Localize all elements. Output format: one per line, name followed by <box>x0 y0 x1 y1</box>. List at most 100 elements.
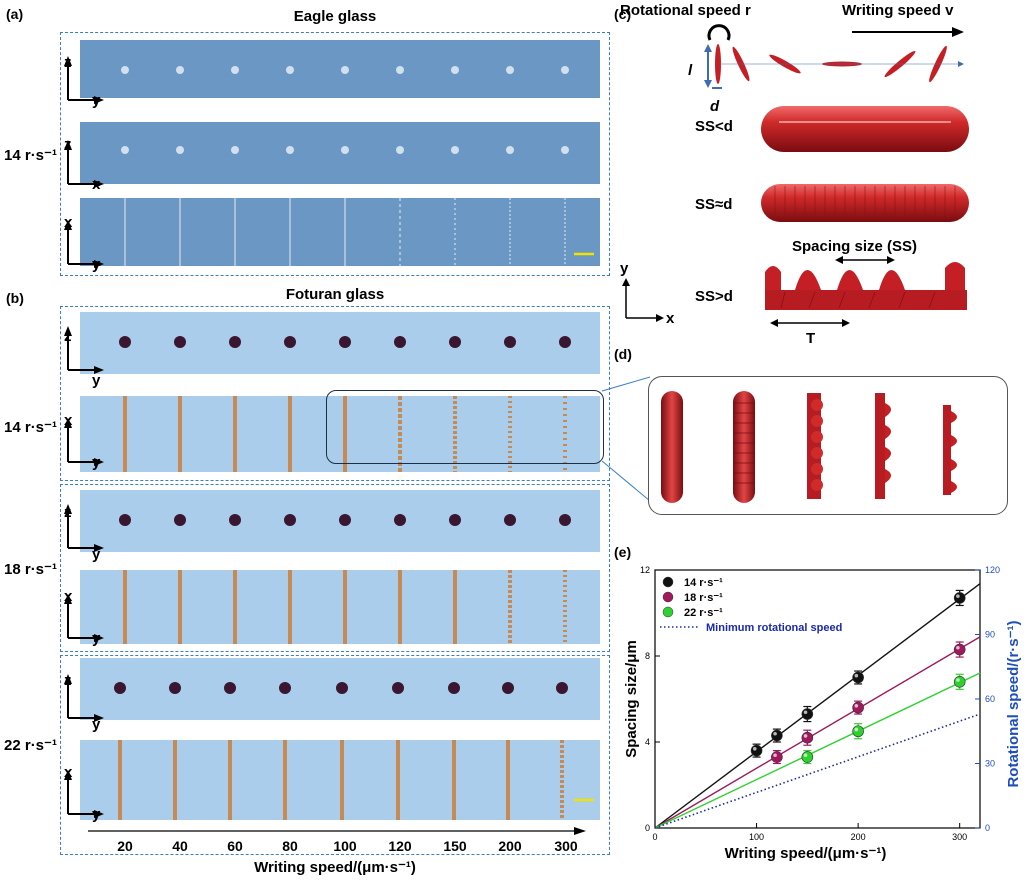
y-tick-label: 12 <box>640 565 650 575</box>
writing-speed-tick: 60 <box>227 838 243 854</box>
writing-speed-label: Writing speed/(μm·s⁻¹) <box>254 859 416 876</box>
axis-letter-x: x <box>64 588 73 605</box>
legend-label: Minimum rotational speed <box>706 622 842 634</box>
panel-label-b: (b) <box>6 290 24 306</box>
writing-speed-tick: 150 <box>443 838 467 854</box>
axes-xy-icon <box>64 220 104 268</box>
data-point <box>953 676 966 688</box>
axis-letter-x-c: x <box>666 310 675 327</box>
eagle-speed-label: 14 r·s⁻¹ <box>4 147 57 164</box>
axes-xy-icon <box>64 770 104 818</box>
data-point <box>953 643 966 656</box>
foturan-zy-dots-1 <box>119 336 571 348</box>
eagle-zy-dots <box>121 66 569 74</box>
axis-letter-y: y <box>92 256 101 273</box>
writing-speed-tick: 120 <box>388 838 412 854</box>
period-label: T <box>806 330 816 347</box>
spacing-arrow <box>835 256 895 264</box>
panel-label-e: (e) <box>614 544 632 560</box>
axis-letter-z: z <box>64 54 72 71</box>
y2-tick-label: 120 <box>985 565 1000 575</box>
eagle-box <box>60 32 610 276</box>
data-point-highlight <box>803 734 808 738</box>
axes-xy-icon <box>64 418 104 466</box>
panel-label-c: (c) <box>614 6 632 22</box>
axes-zy-icon <box>64 674 104 722</box>
axis-letter-y: y <box>92 92 101 109</box>
fit-line <box>654 636 981 829</box>
foturan-xy-tracks-2 <box>123 570 567 644</box>
data-point-highlight <box>803 710 808 715</box>
foturan-xy-panel-2 <box>80 570 600 644</box>
data-point <box>771 729 783 742</box>
x-tick-label: 300 <box>952 832 967 842</box>
zoom-highlight <box>326 390 604 464</box>
foturan-xy-tracks-3 <box>118 740 594 820</box>
writing-speed-tick: 20 <box>117 838 133 854</box>
data-point <box>750 744 763 757</box>
fit-line <box>654 672 981 829</box>
data-point <box>801 731 814 744</box>
zoom-connector-lines <box>601 376 651 502</box>
legend-label: 14 r·s⁻¹ <box>684 577 723 589</box>
l-label: l <box>688 62 693 79</box>
eagle-zy-panel <box>80 40 600 98</box>
y-tick-label: 8 <box>645 651 650 661</box>
foturan-zy-panel-3 <box>80 658 600 720</box>
eagle-title: Eagle glass <box>293 8 377 25</box>
d-label: d <box>710 98 720 115</box>
y2-axis-label: Rotational speed/(r·s⁻¹) <box>1005 620 1022 787</box>
legend-swatch <box>662 576 674 588</box>
foturan-zy-dots-2 <box>119 514 571 526</box>
legend-label: 22 r·s⁻¹ <box>684 607 723 619</box>
y2-tick-label: 0 <box>985 823 990 833</box>
panel-label-a: (a) <box>6 6 24 22</box>
data-point-highlight <box>773 753 777 758</box>
writing-speed-label-c: Writing speed v <box>842 2 954 19</box>
zoom-tubes <box>661 391 957 503</box>
data-point <box>801 708 814 720</box>
eagle-zx-dots <box>121 146 569 154</box>
foturan-zy-panel-1 <box>80 312 600 374</box>
axis-letter-x: x <box>64 764 73 781</box>
data-point-highlight <box>854 727 859 732</box>
data-point <box>852 725 864 738</box>
data-point-highlight <box>773 731 777 736</box>
axis-letter-z: z <box>64 504 72 521</box>
data-point-highlight <box>956 594 960 598</box>
foturan-title: Foturan glass <box>285 286 385 303</box>
data-point <box>771 751 783 763</box>
data-point <box>852 671 864 684</box>
foturan-speed-label-1: 14 r·s⁻¹ <box>4 419 57 436</box>
row-ss-approx: SS≈d <box>695 196 733 213</box>
period-arrow <box>770 319 850 327</box>
axis-letter-y: y <box>92 716 101 733</box>
axis-letter-y: y <box>92 630 101 647</box>
spacing-size-label: Spacing size (SS) <box>792 238 918 255</box>
foturan-zy-dots-3 <box>114 682 568 694</box>
y2-tick-label: 60 <box>985 694 995 704</box>
data-point-highlight <box>854 673 859 678</box>
x-tick-label: 200 <box>851 832 866 842</box>
eagle-xy-tracks <box>124 198 594 266</box>
axis-letter-z: z <box>64 136 72 153</box>
axes-zy-icon <box>64 504 104 552</box>
axis-letter-y: y <box>92 546 101 563</box>
y2-tick-label: 30 <box>985 759 995 769</box>
min-rotational-speed-line <box>654 713 981 829</box>
writing-speed-tick: 40 <box>172 838 188 854</box>
axis-letter-y: y <box>92 372 101 389</box>
foturan-speed-label-2: 18 r·s⁻¹ <box>4 561 57 578</box>
foturan-box-2 <box>60 484 610 652</box>
data-point-highlight <box>803 753 808 758</box>
writing-speed-tick: 100 <box>333 838 357 854</box>
axis-letter-y: y <box>92 454 101 471</box>
axis-letter-y: y <box>92 806 101 823</box>
axes-c-icon <box>622 278 664 322</box>
y-axis-label: Spacing size/μm <box>623 640 640 758</box>
y2-tick-label: 90 <box>985 630 995 640</box>
foturan-xy-panel-3 <box>80 740 600 820</box>
row-ss-greater: SS>d <box>695 288 733 305</box>
x-tick-label: 0 <box>652 832 657 842</box>
